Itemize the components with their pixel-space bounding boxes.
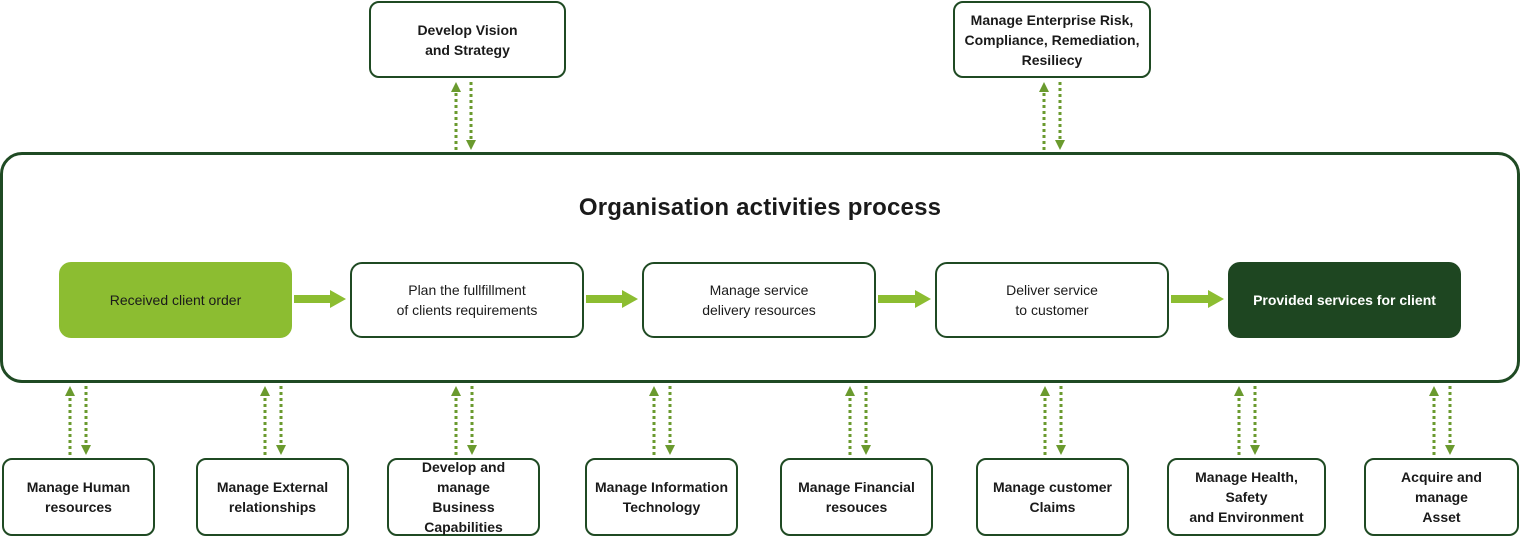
manage-information-technology-box: Manage Information Technology bbox=[585, 458, 738, 536]
step-provided-services: Provided services for client bbox=[1228, 262, 1461, 338]
process-flow-arrows bbox=[294, 290, 1224, 308]
vertical-dotted-arrows bbox=[65, 82, 1455, 455]
dotted-arrowhead-15 bbox=[1040, 386, 1050, 396]
dotted-arrowhead-18 bbox=[1250, 445, 1260, 455]
step-manage-service-delivery: Manage service delivery resources bbox=[642, 262, 876, 338]
manage-customer-claims-box: Manage customer Claims bbox=[976, 458, 1129, 536]
step-plan-fulfillment: Plan the fullfillment of clients require… bbox=[350, 262, 584, 338]
dotted-arrowhead-12 bbox=[665, 445, 675, 455]
dotted-arrowhead-16 bbox=[1056, 445, 1066, 455]
dotted-arrowhead-1 bbox=[451, 82, 461, 92]
dotted-arrowhead-6 bbox=[81, 445, 91, 455]
dotted-arrowhead-10 bbox=[467, 445, 477, 455]
manage-enterprise-risk-box: Manage Enterprise Risk, Compliance, Reme… bbox=[953, 1, 1151, 78]
dotted-arrowhead-20 bbox=[1445, 445, 1455, 455]
dotted-arrowhead-14 bbox=[861, 445, 871, 455]
dotted-arrowhead-2 bbox=[466, 140, 476, 150]
acquire-manage-asset-box: Acquire and manage Asset bbox=[1364, 458, 1519, 536]
dotted-arrowhead-4 bbox=[1055, 140, 1065, 150]
dotted-arrowhead-11 bbox=[649, 386, 659, 396]
dotted-arrowhead-5 bbox=[65, 386, 75, 396]
process-arrow-2 bbox=[586, 290, 638, 308]
dotted-arrowhead-8 bbox=[276, 445, 286, 455]
dotted-arrowhead-7 bbox=[260, 386, 270, 396]
develop-business-capabilities-box: Develop and manage Business Capabilities bbox=[387, 458, 540, 536]
step-received-client-order: Received client order bbox=[59, 262, 292, 338]
dotted-arrowhead-17 bbox=[1234, 386, 1244, 396]
dotted-arrowhead-9 bbox=[451, 386, 461, 396]
process-arrow-3 bbox=[878, 290, 931, 308]
manage-health-safety-box: Manage Health, Safety and Environment bbox=[1167, 458, 1326, 536]
manage-external-relationships-box: Manage External relationships bbox=[196, 458, 349, 536]
step-deliver-service: Deliver service to customer bbox=[935, 262, 1169, 338]
manage-financial-resources-box: Manage Financial resouces bbox=[780, 458, 933, 536]
dotted-arrowhead-13 bbox=[845, 386, 855, 396]
develop-vision-strategy-box: Develop Vision and Strategy bbox=[369, 1, 566, 78]
process-arrow-1 bbox=[294, 290, 346, 308]
process-arrow-4 bbox=[1171, 290, 1224, 308]
dotted-arrowhead-19 bbox=[1429, 386, 1439, 396]
process-title: Organisation activities process bbox=[578, 194, 942, 221]
manage-human-resources-box: Manage Human resources bbox=[2, 458, 155, 536]
dotted-arrowhead-3 bbox=[1039, 82, 1049, 92]
